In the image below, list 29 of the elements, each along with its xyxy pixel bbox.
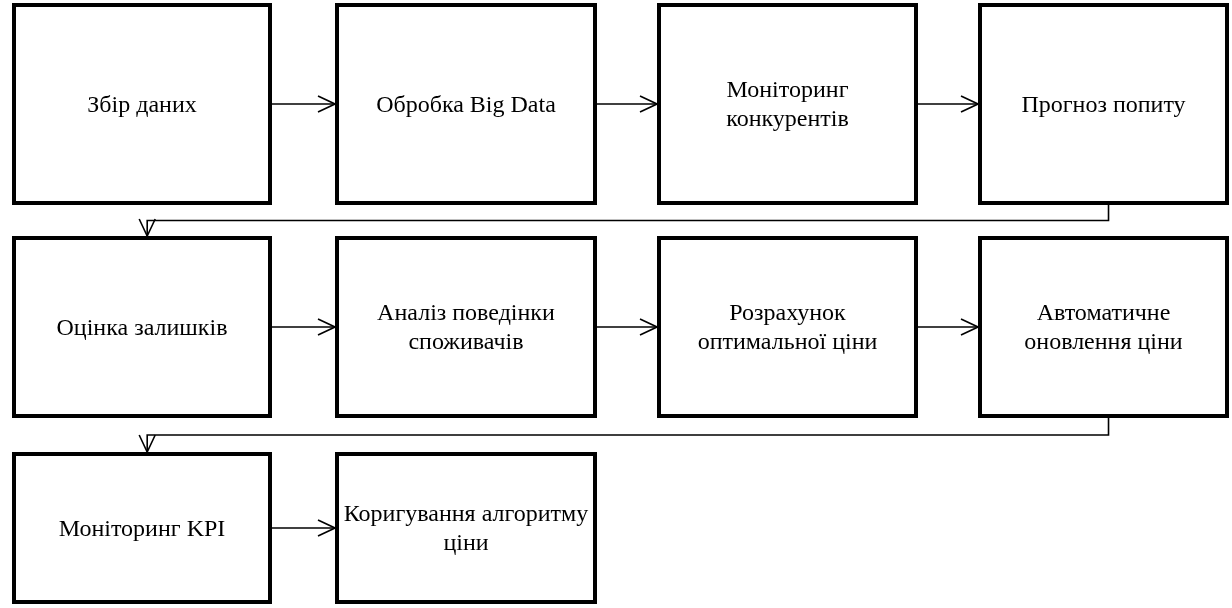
arrow — [138, 417, 1110, 453]
process-box — [12, 452, 272, 604]
arrow — [917, 95, 979, 113]
arrow — [917, 318, 979, 336]
step-label: Моніторинг конкурентів — [725, 75, 850, 133]
step-label: Автоматичне оновлення ціни — [1023, 298, 1184, 356]
arrow — [138, 204, 1110, 237]
process-box — [12, 236, 272, 418]
step-label: Розрахунок оптимальної ціни — [696, 298, 879, 356]
arrow — [596, 95, 658, 113]
process-box — [335, 452, 597, 604]
step-label: Збір даних — [87, 89, 197, 119]
step-label: Аналіз поведінки споживачів — [376, 298, 556, 356]
step-label: Прогноз попиту — [1021, 89, 1186, 119]
arrow — [271, 519, 336, 537]
arrow — [271, 318, 336, 336]
process-box — [12, 3, 272, 205]
arrow — [271, 95, 336, 113]
process-box — [978, 3, 1229, 205]
step-label: Обробка Big Data — [376, 89, 556, 119]
process-box — [335, 3, 597, 205]
arrow — [596, 318, 658, 336]
step-label: Моніторинг KPI — [58, 513, 226, 543]
process-box — [657, 3, 918, 205]
process-box — [657, 236, 918, 418]
process-box — [978, 236, 1229, 418]
process-box — [335, 236, 597, 418]
step-label: Оцінка залишків — [56, 312, 228, 342]
step-label: Коригування алгоритму ціни — [343, 499, 589, 557]
